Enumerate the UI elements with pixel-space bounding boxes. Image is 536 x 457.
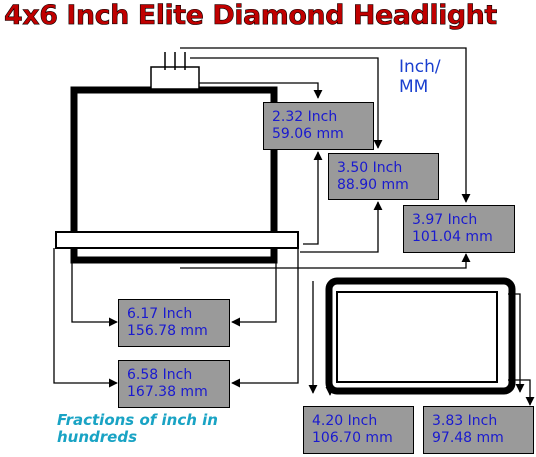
leader-6-17-left <box>71 262 118 327</box>
dimension-inch: 6.17 Inch <box>127 306 193 322</box>
diagram-title: 4x6 Inch Elite Diamond Headlight <box>4 0 498 31</box>
dimension-inch: 2.32 Inch <box>272 109 338 125</box>
units-label: Inch/ MM <box>399 57 441 97</box>
front-lens <box>336 291 498 383</box>
dimension-box-4-20: 4.20 Inch 106.70 mm <box>303 406 414 454</box>
leader-2-32-top <box>199 82 323 99</box>
dimension-inch: 3.97 Inch <box>412 212 478 228</box>
dimension-box-3-83: 3.83 Inch 97.48 mm <box>423 406 534 454</box>
front-view <box>325 277 516 395</box>
leader-3-97-top <box>180 47 471 203</box>
dimension-inch: 6.58 Inch <box>127 367 193 383</box>
dimension-mm: 106.70 mm <box>312 430 393 446</box>
dimension-mm: 101.04 mm <box>412 229 493 245</box>
dimension-box-6-17: 6.17 Inch 156.78 mm <box>118 299 230 347</box>
side-view <box>55 52 299 264</box>
dimension-box-2-32: 2.32 Inch 59.06 mm <box>263 102 374 150</box>
leader-6-17-right <box>231 262 277 327</box>
dimension-inch: 4.20 Inch <box>312 413 378 429</box>
leader-3-83-left <box>508 293 525 393</box>
dimension-lines <box>53 47 535 406</box>
fractions-note-line: hundreds <box>57 428 138 446</box>
dimension-inch: 3.50 Inch <box>337 160 403 176</box>
leader-6-58-left <box>53 248 118 388</box>
fractions-note-line: Fractions of inch in <box>57 411 218 429</box>
dimension-mm: 97.48 mm <box>432 430 504 446</box>
leader-3-83-right <box>508 379 535 406</box>
leader-3-50-top <box>190 57 383 149</box>
dimension-inch: 3.83 Inch <box>432 413 498 429</box>
connector-housing <box>150 66 200 90</box>
fractions-note: Fractions of inch in hundreds <box>57 412 218 446</box>
dimension-mm: 167.38 mm <box>127 384 208 400</box>
dimension-mm: 156.78 mm <box>127 323 208 339</box>
leader-3-50-bottom <box>300 201 383 253</box>
dimension-mm: 88.90 mm <box>337 177 409 193</box>
leader-3-97-bottom <box>180 253 471 269</box>
units-label-inch: Inch/ <box>399 57 441 77</box>
leader-6-58-right <box>231 248 299 388</box>
units-label-mm: MM <box>399 77 429 97</box>
dimension-box-3-50: 3.50 Inch 88.90 mm <box>328 153 439 200</box>
mounting-flange <box>55 231 299 249</box>
dimension-mm: 59.06 mm <box>272 126 344 142</box>
dimension-box-6-58: 6.58 Inch 167.38 mm <box>118 360 230 408</box>
leader-2-32-bottom <box>303 151 323 245</box>
dimension-box-3-97: 3.97 Inch 101.04 mm <box>403 205 515 253</box>
